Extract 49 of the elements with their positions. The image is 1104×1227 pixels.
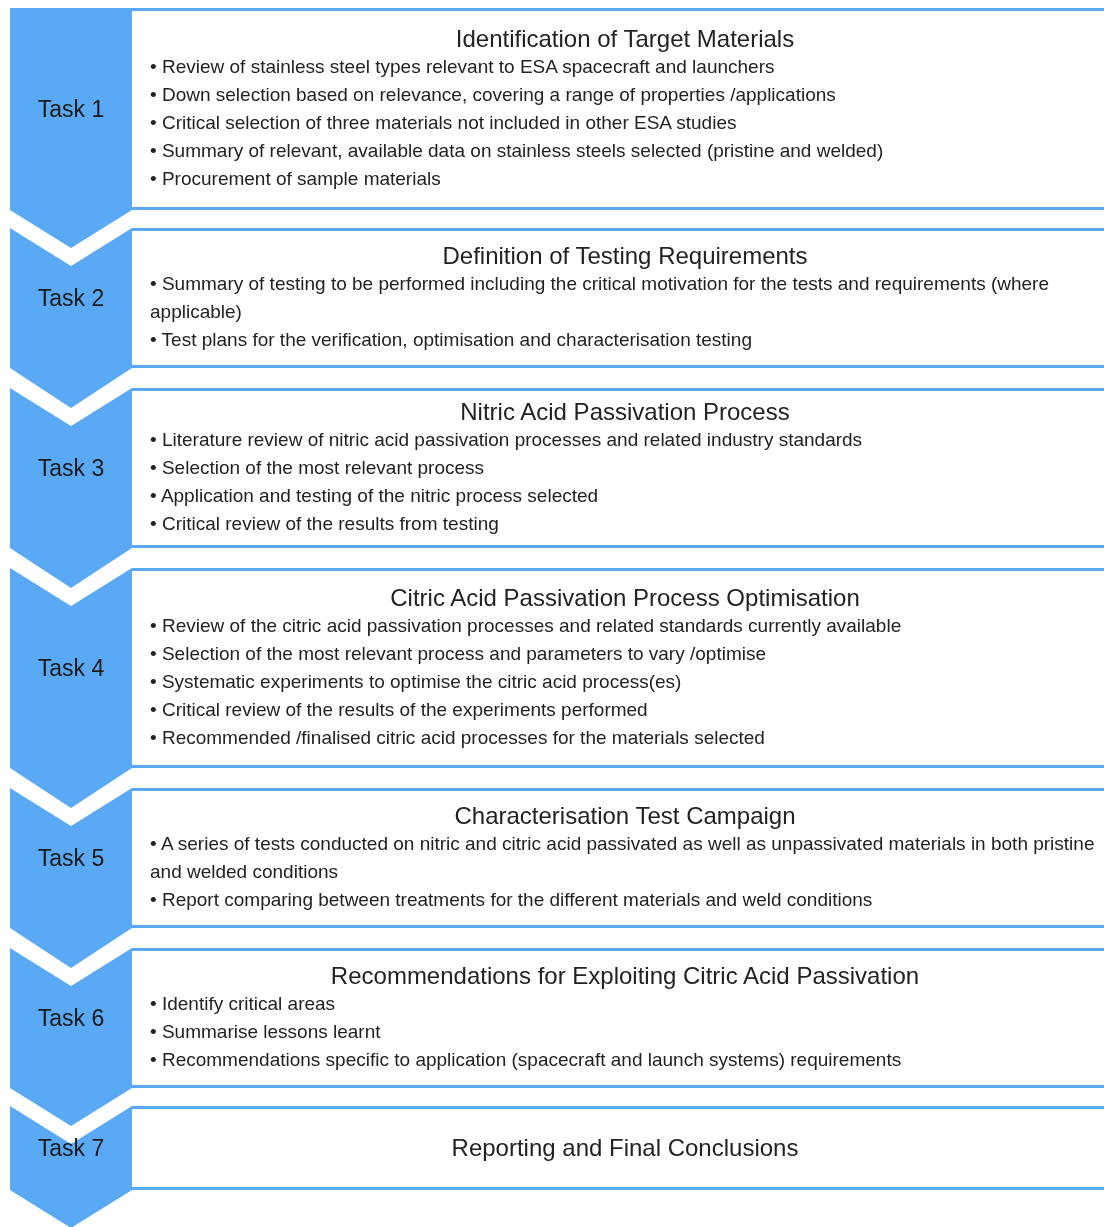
task-box (132, 788, 1104, 928)
bullet-text: • Application and testing of the nitric process selected (150, 484, 600, 508)
chevron-arrow (10, 368, 132, 408)
bullet-text: • Down selection based on relevance, covering a range of properties /applications (150, 83, 837, 107)
chevron-arrow (10, 768, 132, 808)
bullet-text: • Recommendations specific to application (spacecraft and launch systems) requirements (150, 1048, 903, 1072)
chevron-arrow (10, 928, 132, 968)
bullet-text: • Critical review of the results of the experiments performed (150, 698, 649, 722)
chevron-arrow (10, 1088, 132, 1126)
task-heading: Characterisation Test Campaign (453, 802, 797, 830)
chevron-arrow (10, 548, 132, 588)
bullet-text: • Procurement of sample materials (150, 167, 442, 191)
bullet-text: • Identify critical areas (150, 992, 337, 1016)
bullet-text: • Critical selection of three materials not included in other ESA studies (150, 111, 738, 135)
task-heading: Identification of Target Materials (454, 25, 796, 53)
task-label: Task 6 (37, 1003, 105, 1033)
task-heading: Reporting and Final Conclusions (450, 1134, 800, 1162)
task-heading: Recommendations for Exploiting Citric Acid Passivation (329, 962, 921, 990)
bullet-text: • Critical review of the results from testing (150, 512, 500, 536)
task-box (132, 8, 1104, 210)
bullet-text: • Literature review of nitric acid passivation processes and related industry standards (150, 428, 864, 452)
task-label: Task 5 (37, 843, 105, 873)
bullet-text: • Test plans for the verification, optimisation and characterisation testing (150, 328, 753, 352)
task-heading: Nitric Acid Passivation Process (459, 398, 791, 426)
task-label: Task 3 (37, 453, 105, 483)
task-label: Task 7 (37, 1133, 105, 1163)
bullet-text: • Review of the citric acid passivation processes and related standards currently available (150, 614, 903, 638)
task-label: Task 4 (37, 653, 105, 683)
bullet-text: • Summary of relevant, available data on stainless steels selected (pristine and welded) (150, 139, 885, 163)
task-label: Task 1 (37, 94, 105, 124)
bullet-text: • Summary of testing to be performed including the critical motivation for the tests and requirements (where applicable) (150, 272, 1050, 324)
task-heading: Citric Acid Passivation Process Optimisation (389, 584, 861, 612)
task-box (132, 1106, 1104, 1190)
task-box (132, 568, 1104, 768)
chevron-arrow (10, 1190, 132, 1227)
bullet-text: • Selection of the most relevant process (150, 456, 486, 480)
bullet-text: • Recommended /finalised citric acid processes for the materials selected (150, 726, 766, 750)
task-box (132, 388, 1104, 548)
bullet-text: • A series of tests conducted on nitric and citric acid passivated as well as unpassivated materials in both pristine and welded conditions (150, 832, 1096, 884)
task-heading: Definition of Testing Requirements (441, 242, 809, 270)
chevron-arrow (10, 210, 132, 248)
bullet-text: • Review of stainless steel types relevant to ESA spacecraft and launchers (150, 55, 776, 79)
bullet-text: • Report comparing between treatments for the different materials and weld conditions (150, 888, 874, 912)
task-label: Task 2 (37, 283, 105, 313)
bullet-text: • Summarise lessons learnt (150, 1020, 382, 1044)
bullet-text: • Selection of the most relevant process and parameters to vary /optimise (150, 642, 767, 666)
task-box (132, 228, 1104, 368)
task-box (132, 948, 1104, 1088)
bullet-text: • Systematic experiments to optimise the citric acid process(es) (150, 670, 683, 694)
